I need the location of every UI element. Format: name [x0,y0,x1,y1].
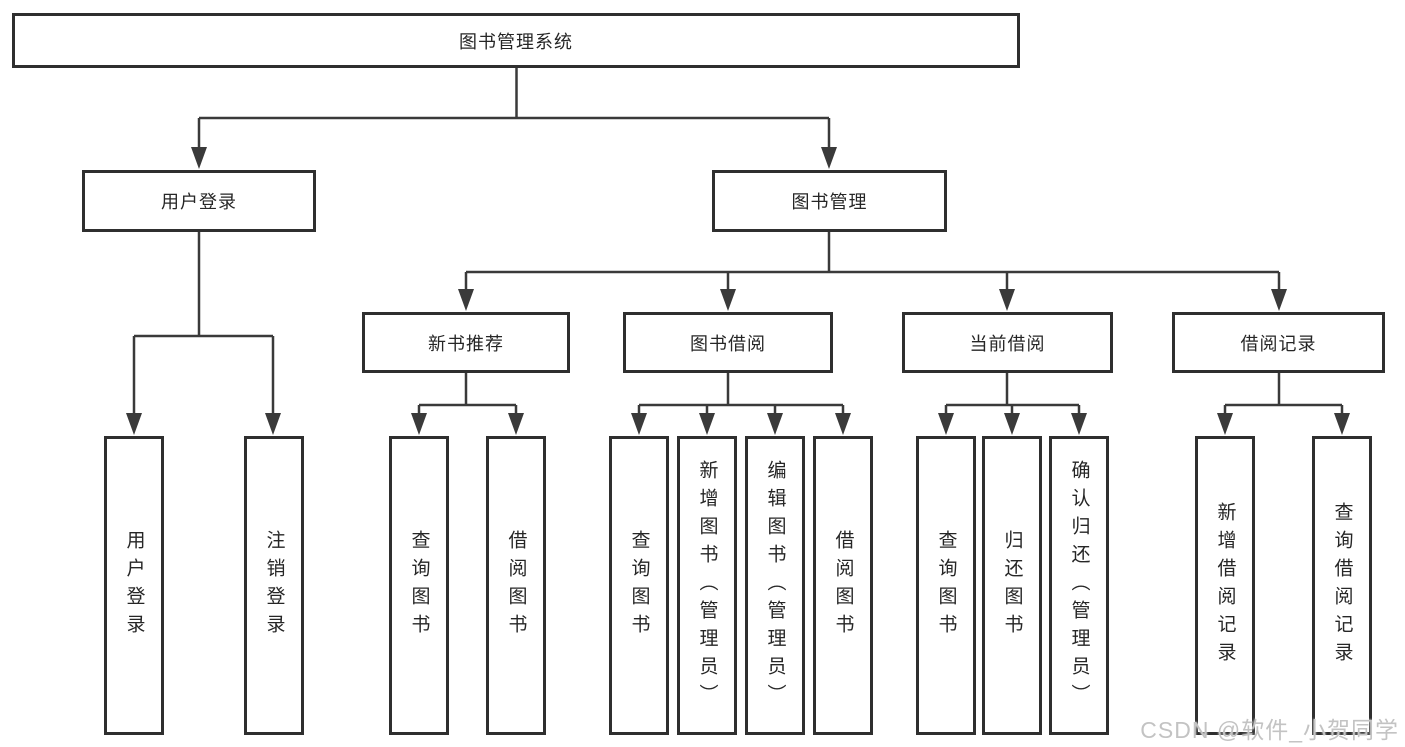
leaf-query-books-borrow: 查询图书 [609,436,669,735]
node-label: 借阅图书 [832,529,854,642]
node-book-borrow: 图书借阅 [623,312,833,373]
leaf-logout: 注销登录 [244,436,304,735]
node-label: 新增图书（管理员） [696,459,718,712]
node-label: 确认归还（管理员） [1068,459,1090,712]
node-new-book-recommend: 新书推荐 [362,312,570,373]
csdn-watermark: CSDN @软件_小贺同学 [1140,717,1399,743]
node-label: 查询图书 [408,529,430,642]
leaf-user-login: 用户登录 [104,436,164,735]
node-label: 借阅记录 [1240,333,1317,354]
node-label: 查询图书 [935,529,957,642]
tree-edges [132,68,1344,416]
leaf-confirm-return-admin: 确认归还（管理员） [1049,436,1109,735]
node-label: 图书管理 [791,192,868,212]
leaf-return-books: 归还图书 [982,436,1042,735]
node-label: 归还图书 [1001,529,1023,642]
node-label: 当前借阅 [969,333,1046,354]
node-label: 查询图书 [628,529,650,642]
node-label: 图书借阅 [690,333,766,354]
node-label: 新书推荐 [428,333,504,354]
leaf-query-borrow-record: 查询借阅记录 [1312,436,1372,735]
node-label: 编辑图书（管理员） [764,459,786,712]
node-borrow-records: 借阅记录 [1172,312,1385,373]
leaf-borrow-books-recommend: 借阅图书 [486,436,546,735]
node-label: 借阅图书 [505,529,527,642]
leaf-edit-books-admin: 编辑图书（管理员） [745,436,805,735]
node-label: 用户登录 [123,529,145,642]
leaf-borrow-books: 借阅图书 [813,436,873,735]
node-label: 用户登录 [161,192,237,212]
node-label: 新增借阅记录 [1214,501,1236,670]
leaf-add-books-admin: 新增图书（管理员） [677,436,737,735]
leaf-query-books-current: 查询图书 [916,436,976,735]
leaf-query-books-recommend: 查询图书 [389,436,449,735]
node-label: 图书管理系统 [459,31,573,52]
leaf-add-borrow-record: 新增借阅记录 [1195,436,1255,735]
node-label: 查询借阅记录 [1331,501,1353,670]
node-book-management: 图书管理 [712,170,947,232]
node-library-system: 图书管理系统 [12,13,1020,68]
node-current-borrow: 当前借阅 [902,312,1113,373]
node-label: 注销登录 [263,529,285,642]
node-user-login: 用户登录 [82,170,316,232]
